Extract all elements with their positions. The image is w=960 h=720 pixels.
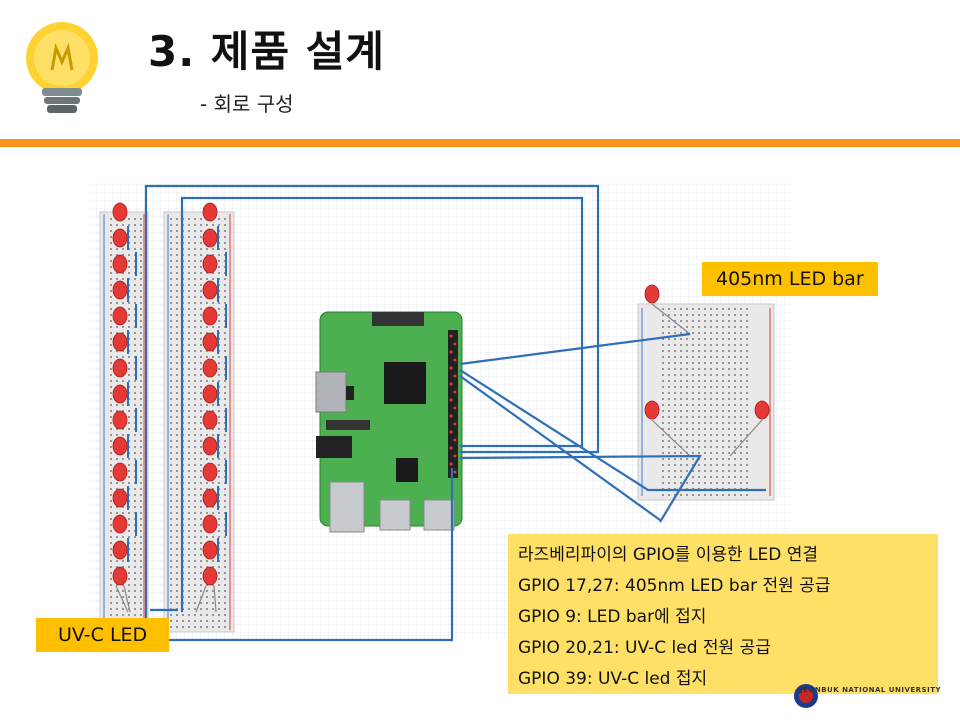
uvc-led-column-b (202, 202, 218, 586)
uvc-led-label: UV-C LED (36, 618, 170, 652)
header-divider (0, 139, 960, 147)
gpio-wires (144, 184, 766, 642)
slide-title: 3. 제품 설계 (148, 27, 385, 76)
note-line: GPIO 17,27: 405nm LED bar 전원 공급 (518, 576, 831, 596)
note-line: GPIO 9: LED bar에 접지 (518, 607, 707, 627)
led-bar-label: 405nm LED bar (702, 262, 878, 296)
right-breadboard (637, 303, 775, 501)
left-breadboard-2 (163, 211, 235, 633)
university-name: JEONBUK NATIONAL UNIVERSITY (800, 686, 942, 694)
note-line: GPIO 20,21: UV-C led 전원 공급 (518, 638, 771, 658)
note-line: 라즈베리파이의 GPIO를 이용한 LED 연결 (518, 545, 819, 565)
raspberry-pi-board (315, 311, 463, 533)
slide-subtitle: - 회로 구성 (200, 92, 294, 116)
gpio-notes-box: 라즈베리파이의 GPIO를 이용한 LED 연결 GPIO 17,27: 405… (508, 534, 938, 694)
left-jumpers (127, 226, 227, 562)
led-bar-leds (644, 284, 770, 420)
note-line: GPIO 39: UV-C led 접지 (518, 669, 708, 689)
uvc-led-column-a (112, 202, 128, 586)
